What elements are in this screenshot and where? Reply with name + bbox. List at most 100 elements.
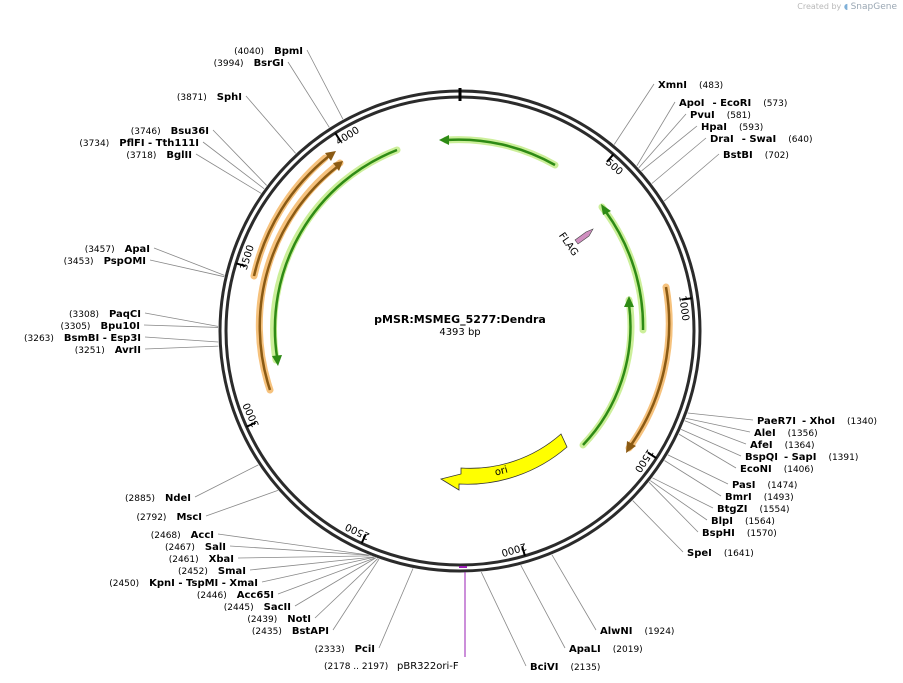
right-label: XmnI(483) bbox=[658, 80, 723, 91]
ori-label: ori bbox=[494, 465, 509, 479]
leader-line bbox=[480, 571, 527, 667]
leader-line bbox=[195, 153, 262, 194]
left-label: (3263)BsmBI - Esp3I bbox=[24, 333, 141, 344]
leader-line bbox=[378, 568, 414, 649]
leader-line bbox=[636, 101, 676, 167]
cds-left-orange-inner-arrowhead bbox=[333, 161, 343, 171]
cds-right-orange-arc bbox=[629, 286, 671, 446]
tick-mark bbox=[334, 132, 342, 142]
left-label: (3871)SphI bbox=[177, 92, 242, 103]
left-label: (2439)NotI bbox=[247, 614, 311, 625]
leader-line bbox=[205, 490, 279, 517]
leader-line bbox=[680, 429, 742, 457]
leader-line bbox=[144, 336, 219, 343]
leader-line bbox=[144, 345, 219, 350]
plasmid-name: pMSR:MSMEG_5277:Dendra bbox=[374, 313, 546, 326]
cds-right-inner-arrowhead bbox=[624, 296, 634, 307]
leader-line bbox=[651, 137, 707, 184]
right-label: ApoI- EcoRI(573) bbox=[679, 98, 787, 109]
right-label: PasI(1474) bbox=[732, 480, 797, 491]
leader-line bbox=[287, 61, 330, 128]
cds-left-arc bbox=[273, 148, 398, 358]
feature-arcs: ori FLAG bbox=[250, 135, 673, 491]
leader-line bbox=[245, 95, 296, 154]
cds-left-orange-inner-arc bbox=[258, 166, 338, 391]
leader-line bbox=[212, 129, 267, 186]
cds-left-orange-outer-arc bbox=[252, 155, 330, 277]
leader-line bbox=[314, 558, 379, 619]
cds-right-outer-glow bbox=[598, 203, 647, 334]
left-label: (2450)KpnI - TspMI - XmaI bbox=[109, 578, 258, 589]
right-label: BspQI- SapI(1391) bbox=[745, 452, 858, 463]
leader-line bbox=[306, 49, 344, 120]
leader-line bbox=[652, 477, 714, 509]
leader-line bbox=[202, 141, 265, 190]
leader-line bbox=[687, 412, 754, 421]
leader-line bbox=[144, 312, 219, 327]
right-label: BstBI(702) bbox=[723, 150, 789, 161]
left-label: (3994)BsrGI bbox=[214, 58, 284, 69]
right-label: BciVI(2135) bbox=[530, 662, 600, 673]
flag-label: FLAG bbox=[556, 231, 580, 259]
right-label: SpeI(1641) bbox=[687, 548, 754, 559]
tick-mark bbox=[606, 153, 615, 163]
left-label: (3305)Bpu10I bbox=[61, 321, 140, 332]
leader-line bbox=[632, 500, 684, 553]
left-label: (3457)ApaI bbox=[85, 244, 150, 255]
leader-line bbox=[153, 247, 225, 276]
left-label: (2467)SalI bbox=[165, 542, 226, 553]
snapgene-brand: Created by ◖ SnapGene bbox=[797, 2, 897, 12]
leader-line bbox=[277, 557, 376, 595]
cds-left-glow bbox=[270, 146, 401, 364]
left-label: (3453)PspOMI bbox=[64, 256, 146, 267]
right-label: ApaLI(2019) bbox=[569, 644, 643, 655]
tick-label: 1500 bbox=[632, 447, 655, 474]
created-by-text: Created by bbox=[797, 2, 842, 11]
cds-top-arrowhead bbox=[439, 135, 449, 145]
left-label: (4040)BpmI bbox=[234, 46, 303, 57]
leader-line bbox=[638, 113, 687, 169]
plasmid-length: 4393 bp bbox=[439, 327, 480, 338]
primer-range: (2178 .. 2197) bbox=[324, 662, 388, 672]
leader-line bbox=[332, 558, 380, 631]
right-label: PvuI(581) bbox=[690, 110, 751, 121]
left-label: (2461)XbaI bbox=[169, 554, 234, 565]
left-label: (3718)BglII bbox=[126, 150, 192, 161]
right-label: EcoNI(1406) bbox=[740, 464, 814, 475]
snapgene-logo-icon: ◖ bbox=[843, 2, 849, 11]
leader-line bbox=[149, 259, 225, 278]
leader-line bbox=[663, 153, 720, 202]
left-label: (3746)Bsu36I bbox=[131, 126, 209, 137]
leader-line bbox=[143, 324, 219, 328]
cds-top-arc bbox=[445, 138, 556, 167]
left-label: (2468)AccI bbox=[151, 530, 214, 541]
cds-right-inner-arc bbox=[582, 303, 632, 446]
leader-line bbox=[667, 454, 729, 485]
tick-mark bbox=[521, 545, 526, 557]
left-label: (2445)SacII bbox=[224, 602, 291, 613]
cds-right-outer-arc bbox=[604, 211, 645, 331]
leader-line bbox=[551, 554, 597, 631]
primer-name: pBR322ori-F bbox=[397, 661, 459, 672]
label-leader-lines bbox=[143, 49, 754, 667]
leader-line bbox=[217, 533, 369, 556]
leader-line bbox=[249, 556, 374, 571]
leader-line bbox=[641, 125, 698, 172]
ori-feature bbox=[439, 433, 568, 491]
leader-line bbox=[664, 460, 722, 497]
left-label: (2446)Acc65I bbox=[197, 590, 274, 601]
snapgene-name: SnapGene bbox=[850, 2, 897, 12]
flag-feature bbox=[574, 228, 594, 245]
left-label: (3734)PflFI - Tth111I bbox=[79, 138, 199, 149]
leader-line bbox=[237, 555, 371, 559]
leader-line bbox=[194, 464, 259, 498]
leader-line bbox=[613, 83, 655, 145]
leader-line bbox=[294, 557, 376, 607]
right-label: BtgZI(1554) bbox=[717, 504, 789, 515]
tick-mark bbox=[246, 421, 257, 428]
cds-right-orange-glow bbox=[625, 283, 673, 452]
tick-mark bbox=[360, 533, 367, 544]
left-label: (2333)PciI bbox=[315, 644, 375, 655]
left-label: (3308)PaqCI bbox=[69, 309, 141, 320]
